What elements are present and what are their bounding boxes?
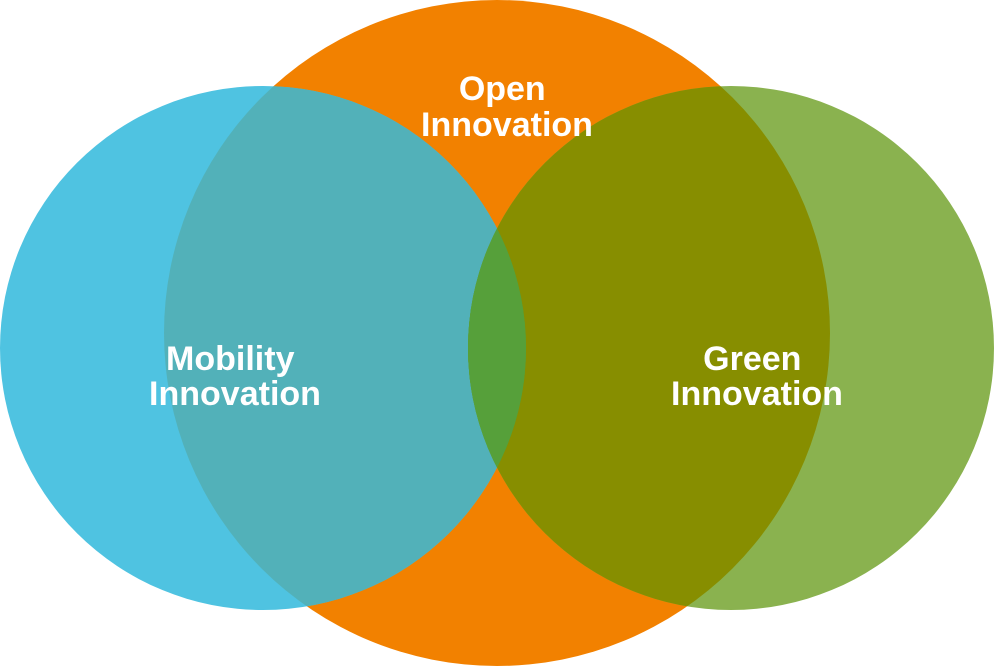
mobility-innovation-label-line2: Innovation (149, 375, 321, 413)
open-innovation-label-line1: Open (459, 70, 546, 108)
green-innovation-label-line2: Innovation (671, 375, 843, 413)
open-green-overlap (468, 86, 830, 610)
green-innovation-label-line1: Green (703, 340, 801, 378)
open-mobility-overlap (164, 86, 526, 610)
green-innovation-label: Green Innovation (671, 340, 843, 413)
open-innovation-label-line2: Innovation (421, 106, 593, 144)
open-innovation-label: Open Innovation (421, 70, 593, 144)
mobility-innovation-label: Mobility Innovation (149, 340, 321, 413)
mobility-innovation-label-line1: Mobility (166, 340, 295, 378)
